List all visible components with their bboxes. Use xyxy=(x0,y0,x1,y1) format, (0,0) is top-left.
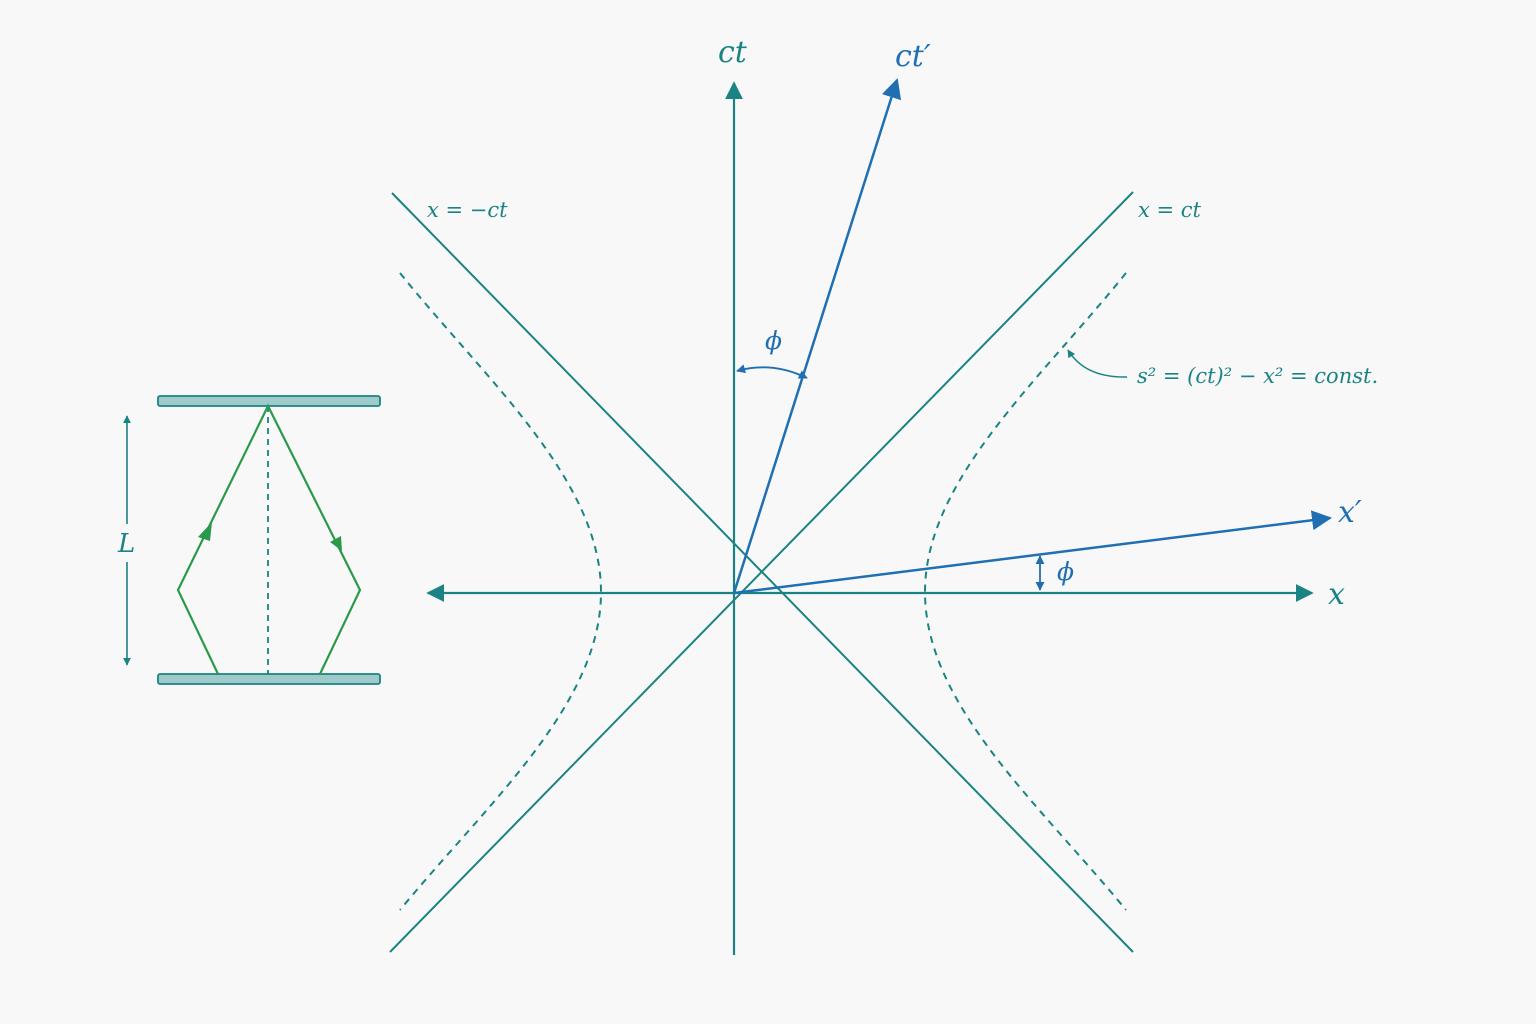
light-path xyxy=(176,403,362,675)
top-phi-label: ϕ xyxy=(765,326,782,355)
light-path-arrow-down xyxy=(330,536,342,551)
length-label: L xyxy=(117,529,135,559)
x-axis-label: x xyxy=(1328,577,1345,612)
light-clock: L xyxy=(114,395,381,685)
ct-prime-axis-label: ct′ xyxy=(895,39,931,74)
x-prime-axis xyxy=(733,510,1332,595)
left-light-line-label: x = −ct xyxy=(427,198,508,222)
hyperbola-equation: s² = (ct)² − x² = const. xyxy=(1137,364,1378,388)
hyperbola-pointer xyxy=(1067,349,1128,378)
top-mirror xyxy=(157,395,381,407)
x-prime-axis-label: x′ xyxy=(1338,495,1362,530)
ct-prime-axis xyxy=(732,78,902,594)
light-line-left xyxy=(391,192,1134,953)
bottom-phi-label: ϕ xyxy=(1057,557,1074,586)
light-path-arrow-up xyxy=(198,522,212,541)
hyperbola-left xyxy=(399,272,603,911)
right-light-line-label: x = ct xyxy=(1138,198,1202,222)
ct-axis-label: ct xyxy=(718,35,748,70)
hyperbola-right xyxy=(923,272,1127,911)
length-label-bg xyxy=(114,524,140,562)
top-angle-arc xyxy=(736,364,808,379)
bottom-mirror xyxy=(157,673,381,685)
